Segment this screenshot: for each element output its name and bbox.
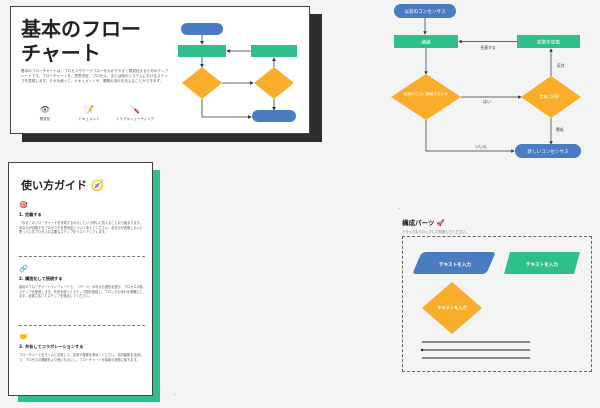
part-orange-diamond[interactable] bbox=[422, 282, 482, 334]
part-blue-label: テキストを入力 bbox=[439, 261, 471, 268]
review-node-label: 議論 bbox=[421, 39, 431, 46]
cursor-mark: · bbox=[174, 392, 176, 399]
icon-label: 視覚化 bbox=[39, 117, 51, 121]
mini-decision-shape bbox=[182, 67, 222, 99]
mini-process-shape bbox=[178, 45, 226, 57]
mini-end-shape bbox=[252, 110, 296, 122]
part-blue-shape[interactable] bbox=[413, 252, 495, 274]
decision-node-2[interactable] bbox=[521, 76, 581, 118]
start-node-label: 以前のコンセンサス bbox=[404, 8, 446, 15]
edge-yes-label: はい bbox=[483, 99, 491, 104]
parts-shapes[interactable]: テキストを入力 テキストを入力 テキストを入力 bbox=[402, 236, 592, 372]
intro-card[interactable]: 基本のフロー チャート 基本のフローチャートは、プロセスやワークフローをわかりや… bbox=[10, 6, 310, 134]
icon-item-document: 📝 ドキュメント bbox=[69, 105, 109, 122]
edge-agree-label: 合意する bbox=[480, 45, 495, 50]
intro-description: 基本のフローチャートは、プロセスやワークフローをわかりやすく視覚化するためのテン… bbox=[21, 69, 169, 83]
mini-process-shape-2 bbox=[251, 45, 297, 57]
edge-oppose-label: 反対 bbox=[557, 63, 565, 68]
consensus-flowchart[interactable]: 以前のコンセンサス 議論 変数を定義 合意する 記録がさらに議論されたか はい … bbox=[385, 0, 600, 168]
start-node[interactable] bbox=[394, 4, 456, 18]
guide-section-3: 🤝 3. 共有してコラボレーションする フローチャートをチームと共有して、意見や… bbox=[19, 333, 145, 362]
section-heading: 3. 共有してコラボレーションする bbox=[19, 344, 84, 349]
link-icon: 🔗 bbox=[19, 265, 28, 273]
guide-section-2: 🔗 2. 構造化して接続する 最初のフローチャートテンプレートで、「パーツ」の中… bbox=[19, 265, 145, 299]
section-heading: 2. 構造化して接続する bbox=[19, 276, 63, 281]
compass-icon: 🧭 bbox=[90, 179, 105, 192]
section-body: フローチャートをチームと共有して、意見や提案を求めてください。共同編集を活用して… bbox=[19, 353, 143, 362]
rocket-icon: 🚀 bbox=[436, 219, 445, 227]
section-heading: 1. 定義する bbox=[19, 212, 42, 217]
guide-card[interactable]: 使い方ガイド 🧭 🎯 1. 定義する 「なぜこのフローチャートを作成するのか」と… bbox=[8, 162, 153, 396]
part-green-shape[interactable] bbox=[504, 252, 580, 274]
tools-icon: 🪛 bbox=[130, 105, 140, 114]
mini-flowchart bbox=[178, 23, 297, 122]
intro-title-line2: チャート bbox=[21, 41, 101, 65]
target-icon: 🎯 bbox=[19, 201, 28, 209]
icon-item-troubleshoot: 🪛 トラブルシューティング bbox=[113, 105, 157, 122]
cursor-mark: · bbox=[398, 206, 400, 213]
memo-icon: 📝 bbox=[84, 105, 94, 114]
parts-title-text: 構成パーツ bbox=[402, 219, 435, 227]
icon-label: トラブルシューティング bbox=[115, 117, 155, 121]
edge-agreed-label: 賛成 bbox=[556, 127, 564, 132]
review-node[interactable] bbox=[394, 35, 458, 48]
section-body: 最初のフローチャートテンプレートで、「パーツ」の中から図形を選び、プロセスの各ス… bbox=[19, 285, 143, 299]
parts-title: 構成パーツ 🚀 bbox=[402, 217, 445, 227]
parts-panel[interactable] bbox=[402, 236, 592, 372]
part-green-label: テキストを入力 bbox=[526, 261, 558, 268]
end-node-label: 新しいコンセンサス bbox=[527, 148, 569, 155]
guide-section-1: 🎯 1. 定義する 「なぜこのフローチャートを作成するのか」という問いに答えるこ… bbox=[19, 201, 145, 235]
eye-icon: 👁 bbox=[39, 105, 51, 114]
edge-no-label: いいえ bbox=[475, 144, 487, 149]
decision-node-1[interactable] bbox=[391, 74, 461, 120]
part-connector-dot bbox=[420, 348, 424, 352]
part-orange-label: テキストを入力 bbox=[437, 304, 466, 311]
mini-decision-shape-2 bbox=[254, 67, 294, 99]
guide-title-text: 使い方ガイド bbox=[21, 179, 87, 192]
parts-subtitle: ドラッグ&ドロップして利用してください。 bbox=[402, 230, 469, 234]
intro-title-line1: 基本のフロー bbox=[21, 17, 141, 41]
decision-node-2-label: 定義に同意？ bbox=[540, 94, 563, 99]
intro-title: 基本のフロー チャート bbox=[21, 17, 141, 65]
mini-start-shape bbox=[181, 23, 223, 35]
improve-node[interactable] bbox=[517, 35, 580, 48]
icon-item-visualize: 👁 視覚化 bbox=[25, 105, 65, 122]
decision-node-1-label: 記録がさらに議論されたか bbox=[404, 91, 449, 96]
icon-label: ドキュメント bbox=[78, 117, 100, 121]
end-node[interactable] bbox=[515, 144, 581, 158]
decision1-text: 記録がさらに議論されたか bbox=[404, 91, 449, 96]
improve-node-label: 変数を定義 bbox=[537, 39, 560, 46]
section-body: 「なぜこのフローチャートを作成するのか」という問いに答えることから始まります。あ… bbox=[19, 221, 143, 235]
divider bbox=[19, 325, 145, 326]
guide-title: 使い方ガイド 🧭 bbox=[21, 177, 105, 193]
handshake-icon: 🤝 bbox=[19, 333, 28, 341]
divider bbox=[19, 256, 145, 257]
